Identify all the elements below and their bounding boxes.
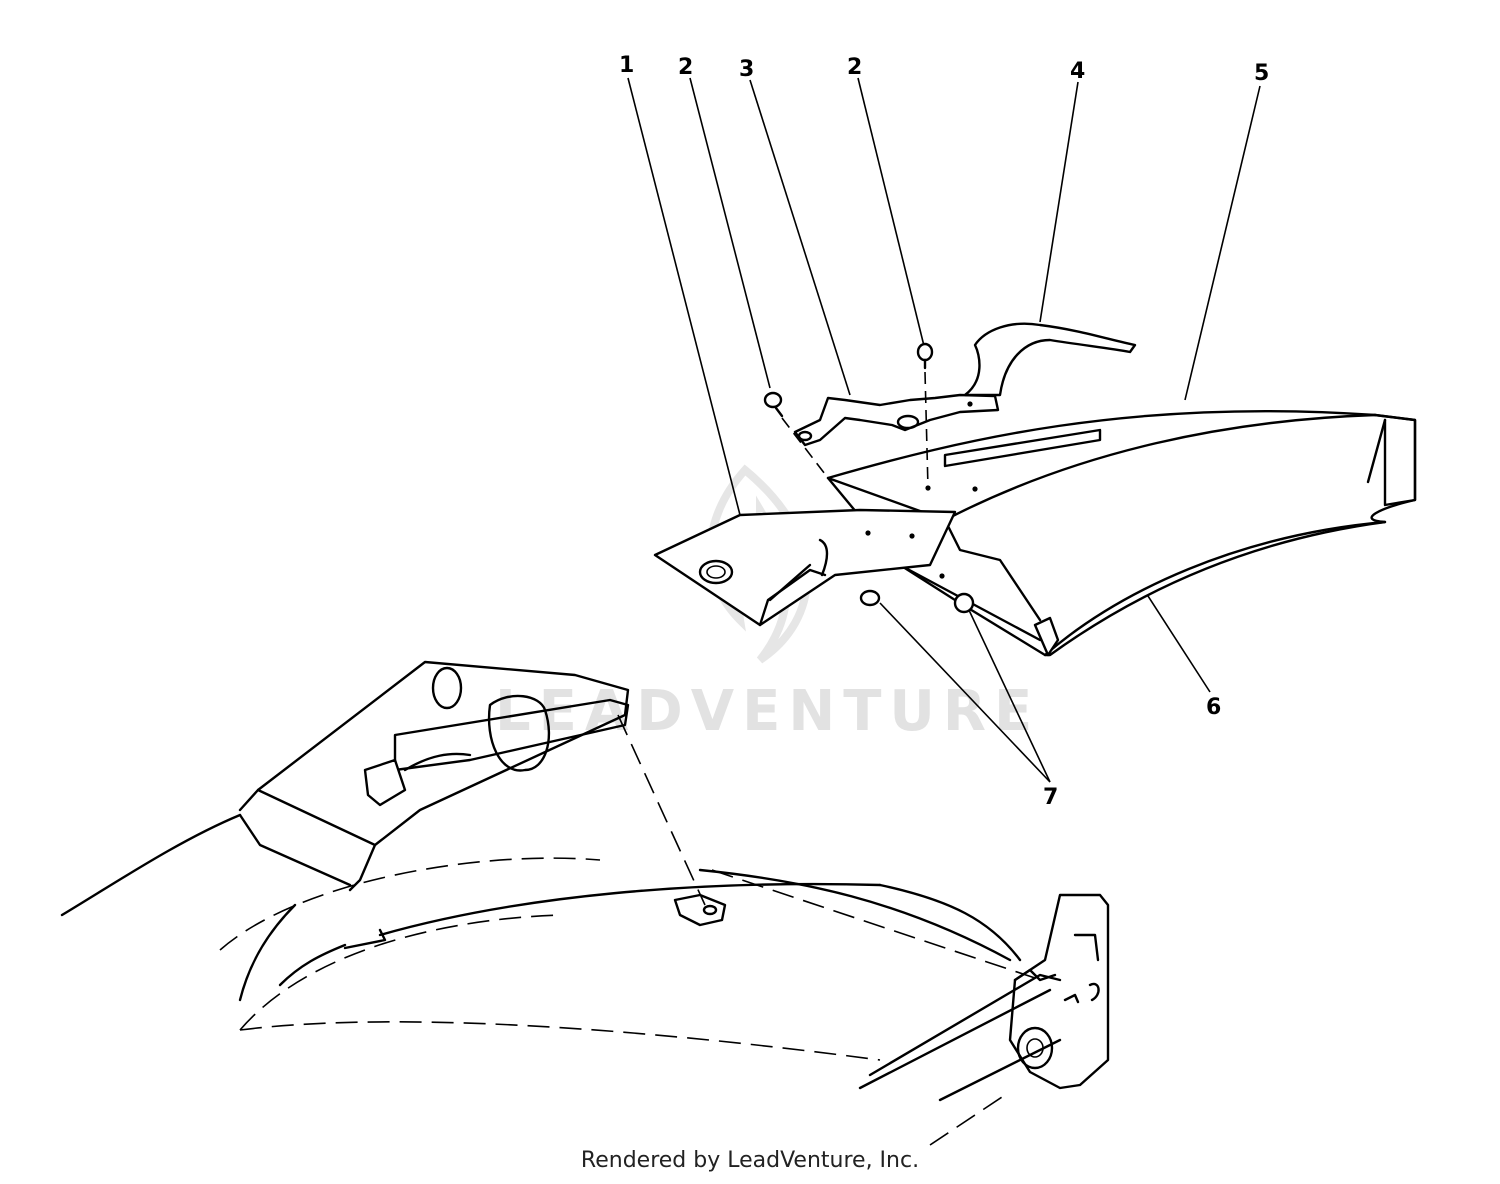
callout-6: 6 (1206, 695, 1221, 720)
callout-2b: 2 (847, 55, 862, 80)
nut-b (953, 592, 975, 614)
leader-lines (627, 77, 1261, 783)
hinge-bracket (793, 393, 1000, 447)
callout-5: 5 (1254, 61, 1269, 86)
chute-handle (963, 322, 1137, 397)
alignment-lines (617, 714, 1036, 979)
screw-b (916, 342, 934, 370)
decal (943, 428, 1102, 468)
credit-caption: Rendered by LeadVenture, Inc. (580, 1148, 920, 1173)
callout-3: 3 (739, 57, 754, 82)
callout-4: 4 (1070, 59, 1085, 84)
mower-housing (60, 660, 1110, 1146)
callout-2a: 2 (678, 55, 693, 80)
callout-labels: 1 2 3 2 4 5 6 7 (619, 53, 1269, 810)
callout-7: 7 (1043, 785, 1058, 810)
watermark-text: LEADVENTURE (495, 679, 1040, 744)
nut-a (859, 589, 881, 607)
mounting-bracket (653, 508, 957, 627)
screw-a (763, 391, 784, 418)
callout-1: 1 (619, 53, 634, 78)
